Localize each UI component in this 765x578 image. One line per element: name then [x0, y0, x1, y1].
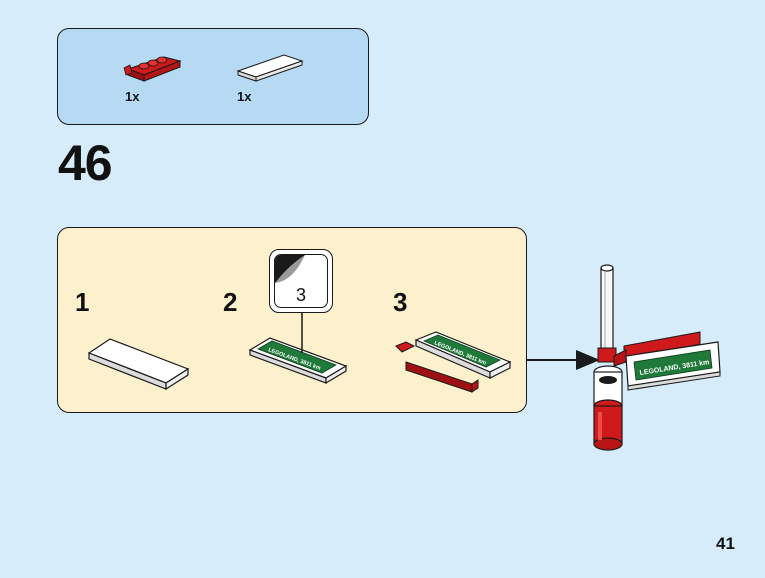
substep-number-2: 2	[223, 287, 238, 317]
part-quantity: 1x	[237, 89, 252, 104]
substep-number-1: 1	[75, 287, 90, 317]
callout-line	[301, 313, 303, 353]
white-tile-substep-1	[87, 338, 190, 391]
stickered-tile-substep-2: LEGOLAND, 3811 km	[248, 337, 348, 385]
signpost-assembly: LEGOLAND, 3811 km	[593, 264, 721, 451]
white-tile-part	[236, 54, 304, 82]
sticker-sheet-icon	[275, 255, 305, 283]
sticker-number: 3	[295, 285, 306, 305]
arrow-icon	[526, 350, 600, 370]
parts-list-box: 1x 1x	[57, 28, 369, 125]
substep-number-3: 3	[393, 287, 408, 317]
red-plate-part	[123, 56, 182, 82]
step-number: 46	[58, 135, 113, 191]
sticker-callout-inner: 3	[274, 254, 328, 308]
page-number: 41	[716, 534, 735, 553]
sticker-callout: 3	[269, 249, 333, 313]
sign-assembly-substep-3: LEGOLAND, 3811 km	[395, 331, 512, 393]
part-quantity: 1x	[125, 89, 140, 104]
